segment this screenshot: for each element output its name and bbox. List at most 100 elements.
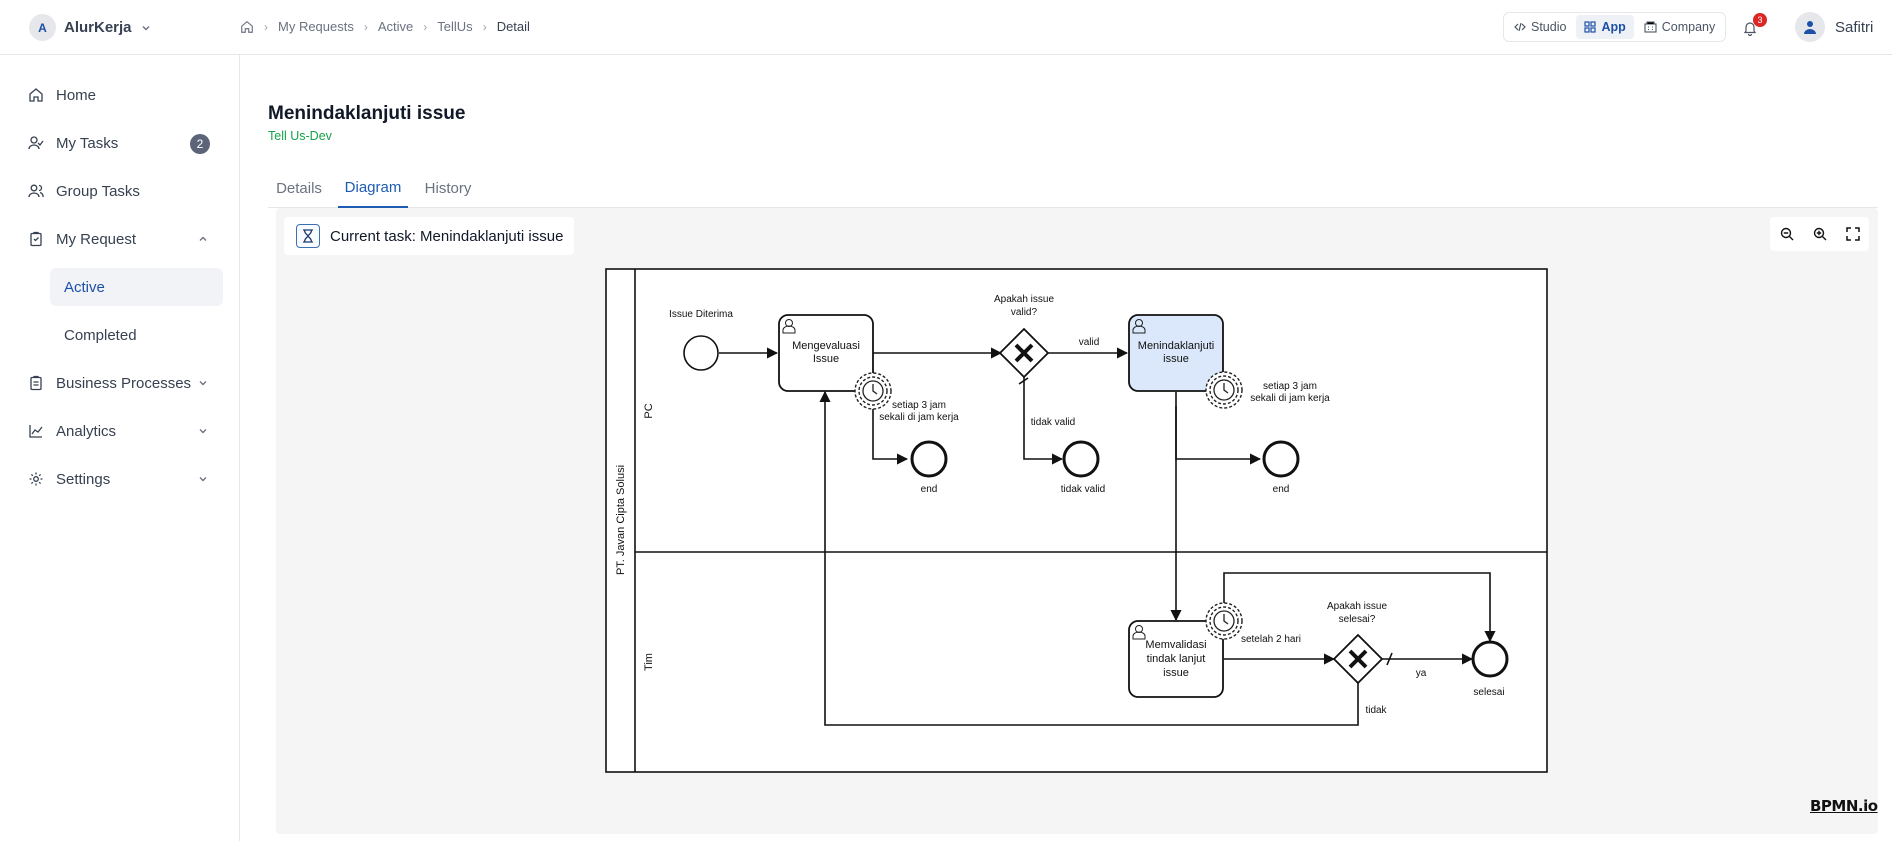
breadcrumb: › My Requests › Active › TellUs › Detail <box>240 19 530 34</box>
sidebar-item-label: Analytics <box>56 422 117 440</box>
end-event[interactable] <box>1262 440 1300 478</box>
gateway-issue-valid[interactable] <box>998 327 1050 379</box>
grid-icon <box>1584 21 1597 33</box>
user-check-icon <box>28 136 44 150</box>
sidebar-item-business-processes[interactable]: Business Processes <box>18 364 223 402</box>
sidebar-item-my-request[interactable]: My Request <box>18 220 223 258</box>
tab-details[interactable]: Details <box>276 179 322 197</box>
current-task-label: Current task: Menindaklanjuti issue <box>330 227 564 245</box>
task-memvalidasi-tindak-lanjut[interactable]: Memvalidasi tindak lanjut issue <box>1128 620 1224 698</box>
sidebar: Home My Tasks 2 Group Tasks My Request A… <box>0 55 240 841</box>
sidebar-item-home[interactable]: Home <box>18 76 223 114</box>
sidebar-item-completed[interactable]: Completed <box>50 316 223 354</box>
tab-history[interactable]: History <box>424 179 472 197</box>
fullscreen-button[interactable] <box>1836 217 1869 251</box>
end-event-selesai[interactable] <box>1471 640 1509 678</box>
process-name: Tell Us-Dev <box>268 129 332 143</box>
zoom-out-icon <box>1780 227 1793 241</box>
breadcrumb-active[interactable]: Active <box>377 19 414 34</box>
breadcrumb-detail: Detail <box>496 19 530 34</box>
svg-text:Menindaklanjuti: Menindaklanjuti <box>1138 340 1214 352</box>
chevron-down-icon <box>142 25 150 30</box>
notifications-button[interactable]: 3 <box>1741 13 1767 40</box>
chevron-down-icon <box>199 429 207 434</box>
studio-label: Studio <box>1531 20 1567 34</box>
breadcrumb-my-requests[interactable]: My Requests <box>278 19 354 34</box>
sidebar-item-settings[interactable]: Settings <box>18 460 223 498</box>
home-icon <box>29 88 43 102</box>
gear-icon <box>29 472 43 486</box>
svg-text:Memvalidasi: Memvalidasi <box>1145 639 1206 651</box>
bpmn-io-logo[interactable]: BPMN.io <box>1810 797 1878 815</box>
chevron-down-icon <box>199 477 207 482</box>
timer-event[interactable] <box>1205 602 1243 640</box>
sidebar-item-label: Completed <box>64 326 137 344</box>
zoom-in-icon <box>1813 227 1826 241</box>
sidebar-item-label: Business Processes <box>56 374 192 392</box>
sidebar-item-active[interactable]: Active <box>50 268 223 306</box>
sidebar-item-label: Active <box>64 278 105 296</box>
app-label: App <box>1601 20 1626 34</box>
home-icon[interactable] <box>240 20 254 34</box>
timer-event[interactable] <box>854 372 892 410</box>
notification-badge: 3 <box>1753 13 1767 27</box>
breadcrumb-separator: › <box>363 19 368 34</box>
breadcrumb-separator: › <box>482 19 487 34</box>
users-icon <box>28 184 44 198</box>
svg-text:issue: issue <box>1163 667 1189 679</box>
sidebar-item-my-tasks[interactable]: My Tasks 2 <box>18 124 223 162</box>
clipboard-list-icon <box>30 375 42 391</box>
tab-bar: Details Diagram History <box>268 168 1878 208</box>
sidebar-item-group-tasks[interactable]: Group Tasks <box>18 172 223 210</box>
sidebar-item-analytics[interactable]: Analytics <box>18 412 223 450</box>
svg-text:Mengevaluasi: Mengevaluasi <box>792 340 860 352</box>
end-event[interactable] <box>910 440 948 478</box>
current-task-banner: Current task: Menindaklanjuti issue <box>284 217 574 255</box>
building-icon <box>1644 21 1657 33</box>
sidebar-item-label: My Tasks <box>56 134 119 152</box>
bell-icon <box>1743 22 1757 36</box>
workspace-switcher[interactable]: A AlurKerja <box>29 14 152 41</box>
user-menu[interactable]: Safitri <box>1795 12 1873 42</box>
company-label: Company <box>1661 20 1716 34</box>
user-name: Safitri <box>1835 18 1874 36</box>
top-bar: A AlurKerja › My Requests › Active › Tel… <box>0 0 1892 55</box>
workspace-name: AlurKerja <box>64 19 132 36</box>
app-tab[interactable]: App <box>1576 15 1634 39</box>
clipboard-icon <box>30 231 42 247</box>
sidebar-item-label: Home <box>56 86 97 104</box>
zoom-in-button[interactable] <box>1803 217 1836 251</box>
task-menindaklanjuti-issue[interactable]: Menindaklanjuti issue <box>1128 314 1224 392</box>
sidebar-item-label: Group Tasks <box>56 182 140 200</box>
svg-text:issue: issue <box>1163 353 1189 365</box>
chevron-down-icon <box>199 381 207 386</box>
mode-switcher: Studio App Company <box>1503 12 1727 42</box>
start-event[interactable] <box>683 335 719 371</box>
svg-text:tindak lanjut: tindak lanjut <box>1147 653 1206 665</box>
tab-diagram[interactable]: Diagram <box>338 168 408 208</box>
task-mengevaluasi-issue[interactable]: Mengevaluasi Issue <box>778 314 874 392</box>
my-tasks-count-badge: 2 <box>190 134 210 154</box>
chevron-up-icon <box>199 236 207 241</box>
timer-event[interactable] <box>1205 371 1243 409</box>
workspace-avatar: A <box>29 14 56 41</box>
sidebar-item-label: Settings <box>56 470 111 488</box>
studio-tab[interactable]: Studio <box>1506 15 1574 39</box>
svg-text:Issue: Issue <box>813 353 839 365</box>
breadcrumb-tellus[interactable]: TellUs <box>437 19 473 34</box>
diagram-canvas[interactable] <box>276 208 1878 834</box>
hourglass-icon <box>296 224 320 248</box>
zoom-out-button[interactable] <box>1770 217 1803 251</box>
gateway-issue-selesai[interactable] <box>1332 633 1384 685</box>
zoom-toolbar <box>1770 217 1869 251</box>
page-title: Menindaklanjuti issue <box>268 103 466 124</box>
code-icon <box>1514 22 1526 32</box>
user-icon <box>1804 21 1816 34</box>
breadcrumb-separator: › <box>423 19 428 34</box>
end-event-tidak-valid[interactable] <box>1062 440 1100 478</box>
breadcrumb-separator: › <box>264 19 268 34</box>
avatar <box>1795 12 1825 42</box>
chart-line-icon <box>29 425 43 438</box>
company-tab[interactable]: Company <box>1636 15 1724 39</box>
sidebar-item-label: My Request <box>56 230 137 248</box>
